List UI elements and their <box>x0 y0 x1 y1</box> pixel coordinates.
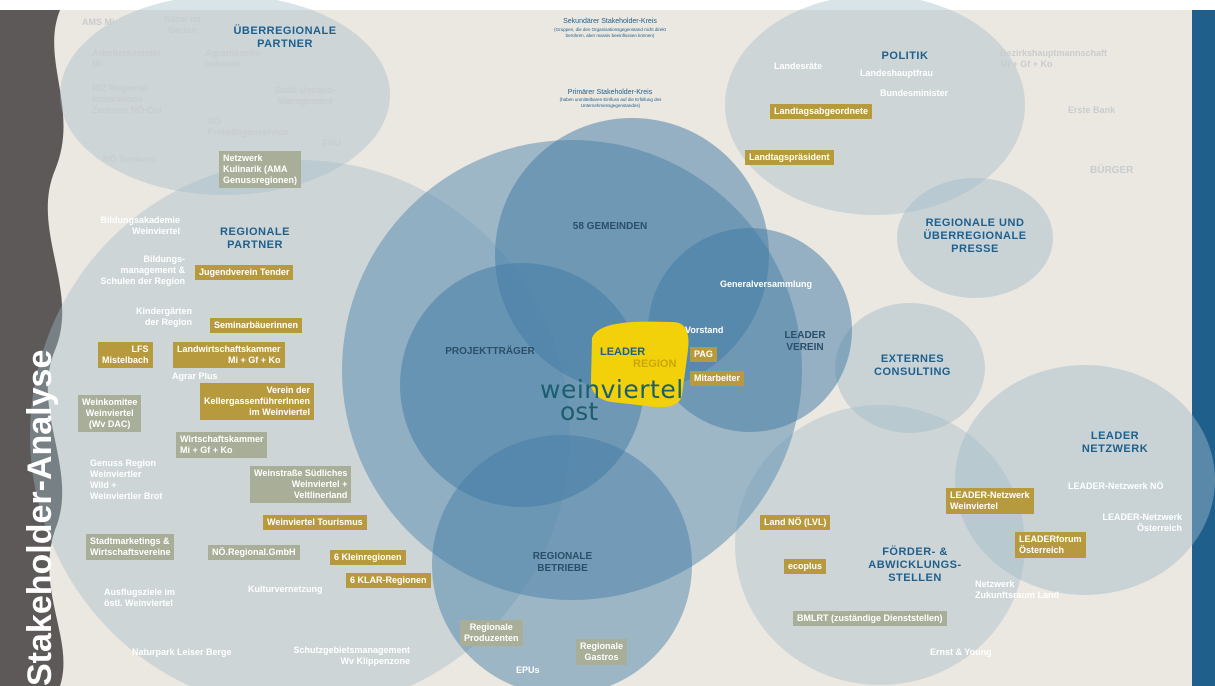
top-white-strip <box>0 0 1215 10</box>
box-verein-kellergassen: Verein der KellergassenführerInnen im We… <box>200 383 315 420</box>
label-landesraete: Landesräte <box>774 61 823 71</box>
label-bundesminister: Bundesminister <box>880 88 949 98</box>
box-leader-netzwerk-wv: LEADER-Netzwerk Weinviertel <box>946 488 1034 514</box>
label-bezirkshauptmannschaft: Bezirkshauptmannschaft Mi + Gf + Ko <box>1000 48 1108 69</box>
secondary-circle-note: (Gruppen, die den Organisationsgegenstan… <box>554 27 666 38</box>
label-agrarbezirksbehoerde: Agrarbezirks- behörde <box>205 48 264 69</box>
box-landtagsabgeordnete: Landtagsabgeordnete <box>770 104 873 119</box>
label-ernst-young: Ernst & Young <box>930 647 992 657</box>
box-landtagspraesident: Landtagspräsident <box>745 150 834 165</box>
label-arbeiterkammer: Arbeiterkammer Mi <box>92 48 162 69</box>
label-vorstand: Vorstand <box>685 325 724 335</box>
box-bmlrt: BMLRT (zuständige Dienststellen) <box>793 611 947 626</box>
box-weinstrasse: Weinstraße Südliches Weinviertel + Veltl… <box>250 466 352 503</box>
box-landwirtschaftskammer: Landwirtschaftskammer Mi + Gf + Ko <box>173 342 285 368</box>
label-kindergaerten: Kindergärten der Region <box>135 306 192 327</box>
label-netzwerk-zukunftsraum: Netzwerk Zukunftsraum Land <box>975 579 1060 600</box>
label-enu: ENU <box>322 138 342 148</box>
label-generalversammlung: Generalversammlung <box>720 279 813 289</box>
label-noe-senioren: NÖ Senioren <box>103 154 158 164</box>
circle-ueberregionale-partner <box>60 0 390 195</box>
logo-region: REGION <box>633 358 677 370</box>
heading-leader-netzwerk: LEADER NETZWERK <box>1081 430 1149 455</box>
label-genuss-region: Genuss Region Weinviertler Wild + Weinvi… <box>90 458 163 501</box>
box-mitarbeiter: Mitarbeiter <box>690 371 745 386</box>
label-leader-netzwerk-oe: LEADER-Netzwerk Österreich <box>1102 512 1182 533</box>
primary-circle-title: Primärer Stakeholder-Kreis <box>567 89 653 96</box>
label-schutzgebiet: Schutzgebietsmanagement Wv Klippenzone <box>293 645 410 666</box>
box-noe-regional: NÖ.Regional.GmbH <box>208 545 300 560</box>
heading-foerderstellen: FÖRDER- & ABWICKLUNGS- STELLEN <box>868 546 962 584</box>
slide-title: Stakeholder-Analyse <box>21 349 59 686</box>
box-regionale-gastros: Regionale Gastros <box>576 639 628 665</box>
left-wave-band <box>0 10 64 686</box>
heading-ueberregionale-partner: ÜBERREGIONALE PARTNER <box>233 25 337 50</box>
label-bildungsakademie: Bildungsakademie Weinviertel <box>100 215 180 236</box>
box-klar-regionen: 6 KLAR-Regionen <box>346 573 431 588</box>
heading-politik: POLITIK <box>881 50 929 62</box>
label-landeshauptfrau: Landeshauptfrau <box>860 68 934 78</box>
box-stadtmarketing: Stadtmarketings & Wirtschaftsvereine <box>86 534 175 560</box>
heading-externes-consulting: EXTERNES CONSULTING <box>874 353 951 378</box>
heading-projekttraeger: PROJEKTTRÄGER <box>445 346 535 357</box>
label-naturpark: Naturpark Leiser Berge <box>132 647 232 657</box>
heading-gemeinden: 58 GEMEINDEN <box>572 221 648 232</box>
logo-weinviertel: weinviertel <box>540 375 684 404</box>
box-wirtschaftskammer: Wirtschaftskammer Mi + Gf + Ko <box>176 432 268 458</box>
label-erste-bank: Erste Bank <box>1068 105 1116 115</box>
box-ecoplus: ecoplus <box>784 559 827 574</box>
circle-projekttraeger <box>400 263 644 507</box>
box-jugendverein: Jugendverein Tender <box>195 265 294 280</box>
label-natur-im-garten: Natur im Garten <box>164 14 201 35</box>
label-agrar-plus: Agrar Plus <box>172 371 218 381</box>
box-kleinregionen: 6 Kleinregionen <box>330 550 406 565</box>
box-leaderforum: LEADERforum Österreich <box>1015 532 1086 558</box>
label-ausflugsziele: Ausflugsziele im östl. Weinviertel <box>104 587 176 608</box>
logo-yellow-badge <box>590 321 689 408</box>
box-seminarbaeuerinnen: Seminarbäuerinnen <box>210 318 303 333</box>
label-stadt-umland: Stadt-Umland- Management <box>274 85 336 106</box>
right-accent-bar <box>1192 10 1215 686</box>
box-weinviertel-tourismus: Weinviertel Tourismus <box>263 515 367 530</box>
secondary-circle-title: Sekundärer Stakeholder-Kreis <box>563 18 657 25</box>
box-regionale-produzenten: Regionale Produzenten <box>460 620 523 646</box>
circle-regionale-presse <box>897 178 1053 298</box>
heading-regionale-betriebe: REGIONALE BETRIEBE <box>532 551 593 574</box>
label-kulturvernetzung: Kulturvernetzung <box>248 584 323 594</box>
label-bildungsmanagement: Bildungs- management & Schulen der Regio… <box>100 254 185 286</box>
logo-leader: LEADER <box>600 346 646 358</box>
label-riz: RIZ Regional- Innovations- Zentrum NÖ-Os… <box>92 83 163 115</box>
box-lfs: LFS Mistelbach <box>98 342 153 368</box>
box-pag: PAG <box>690 347 717 362</box>
label-epus: EPUs <box>516 665 540 675</box>
box-netzwerk-kulinarik: Netzwerk Kulinarik (AMA Genussregionen) <box>219 151 302 188</box>
heading-regionale-presse: REGIONALE UND ÜBERREGIONALE PRESSE <box>923 217 1027 255</box>
label-leader-netzwerk-noe: LEADER-Netzwerk NÖ <box>1068 481 1164 491</box>
logo-ost: ost <box>560 397 599 426</box>
heading-regionale-partner: REGIONALE PARTNER <box>220 226 290 251</box>
label-noe-freiwilligen: NÖ Freiwilligenservice <box>208 116 289 137</box>
box-land-noe: Land NÖ (LVL) <box>760 515 831 530</box>
circle-externes-consulting <box>835 303 985 433</box>
label-ams: AMS Mi <box>82 17 115 27</box>
primary-circle-note: (haben unmittelbaren Einfluss auf die Er… <box>559 97 662 108</box>
heading-leader-verein: LEADER VEREIN <box>784 330 826 353</box>
label-buerger: BÜRGER <box>1090 165 1134 176</box>
box-weinkomitee: Weinkomitee Weinviertel (Wv DAC) <box>78 395 142 432</box>
